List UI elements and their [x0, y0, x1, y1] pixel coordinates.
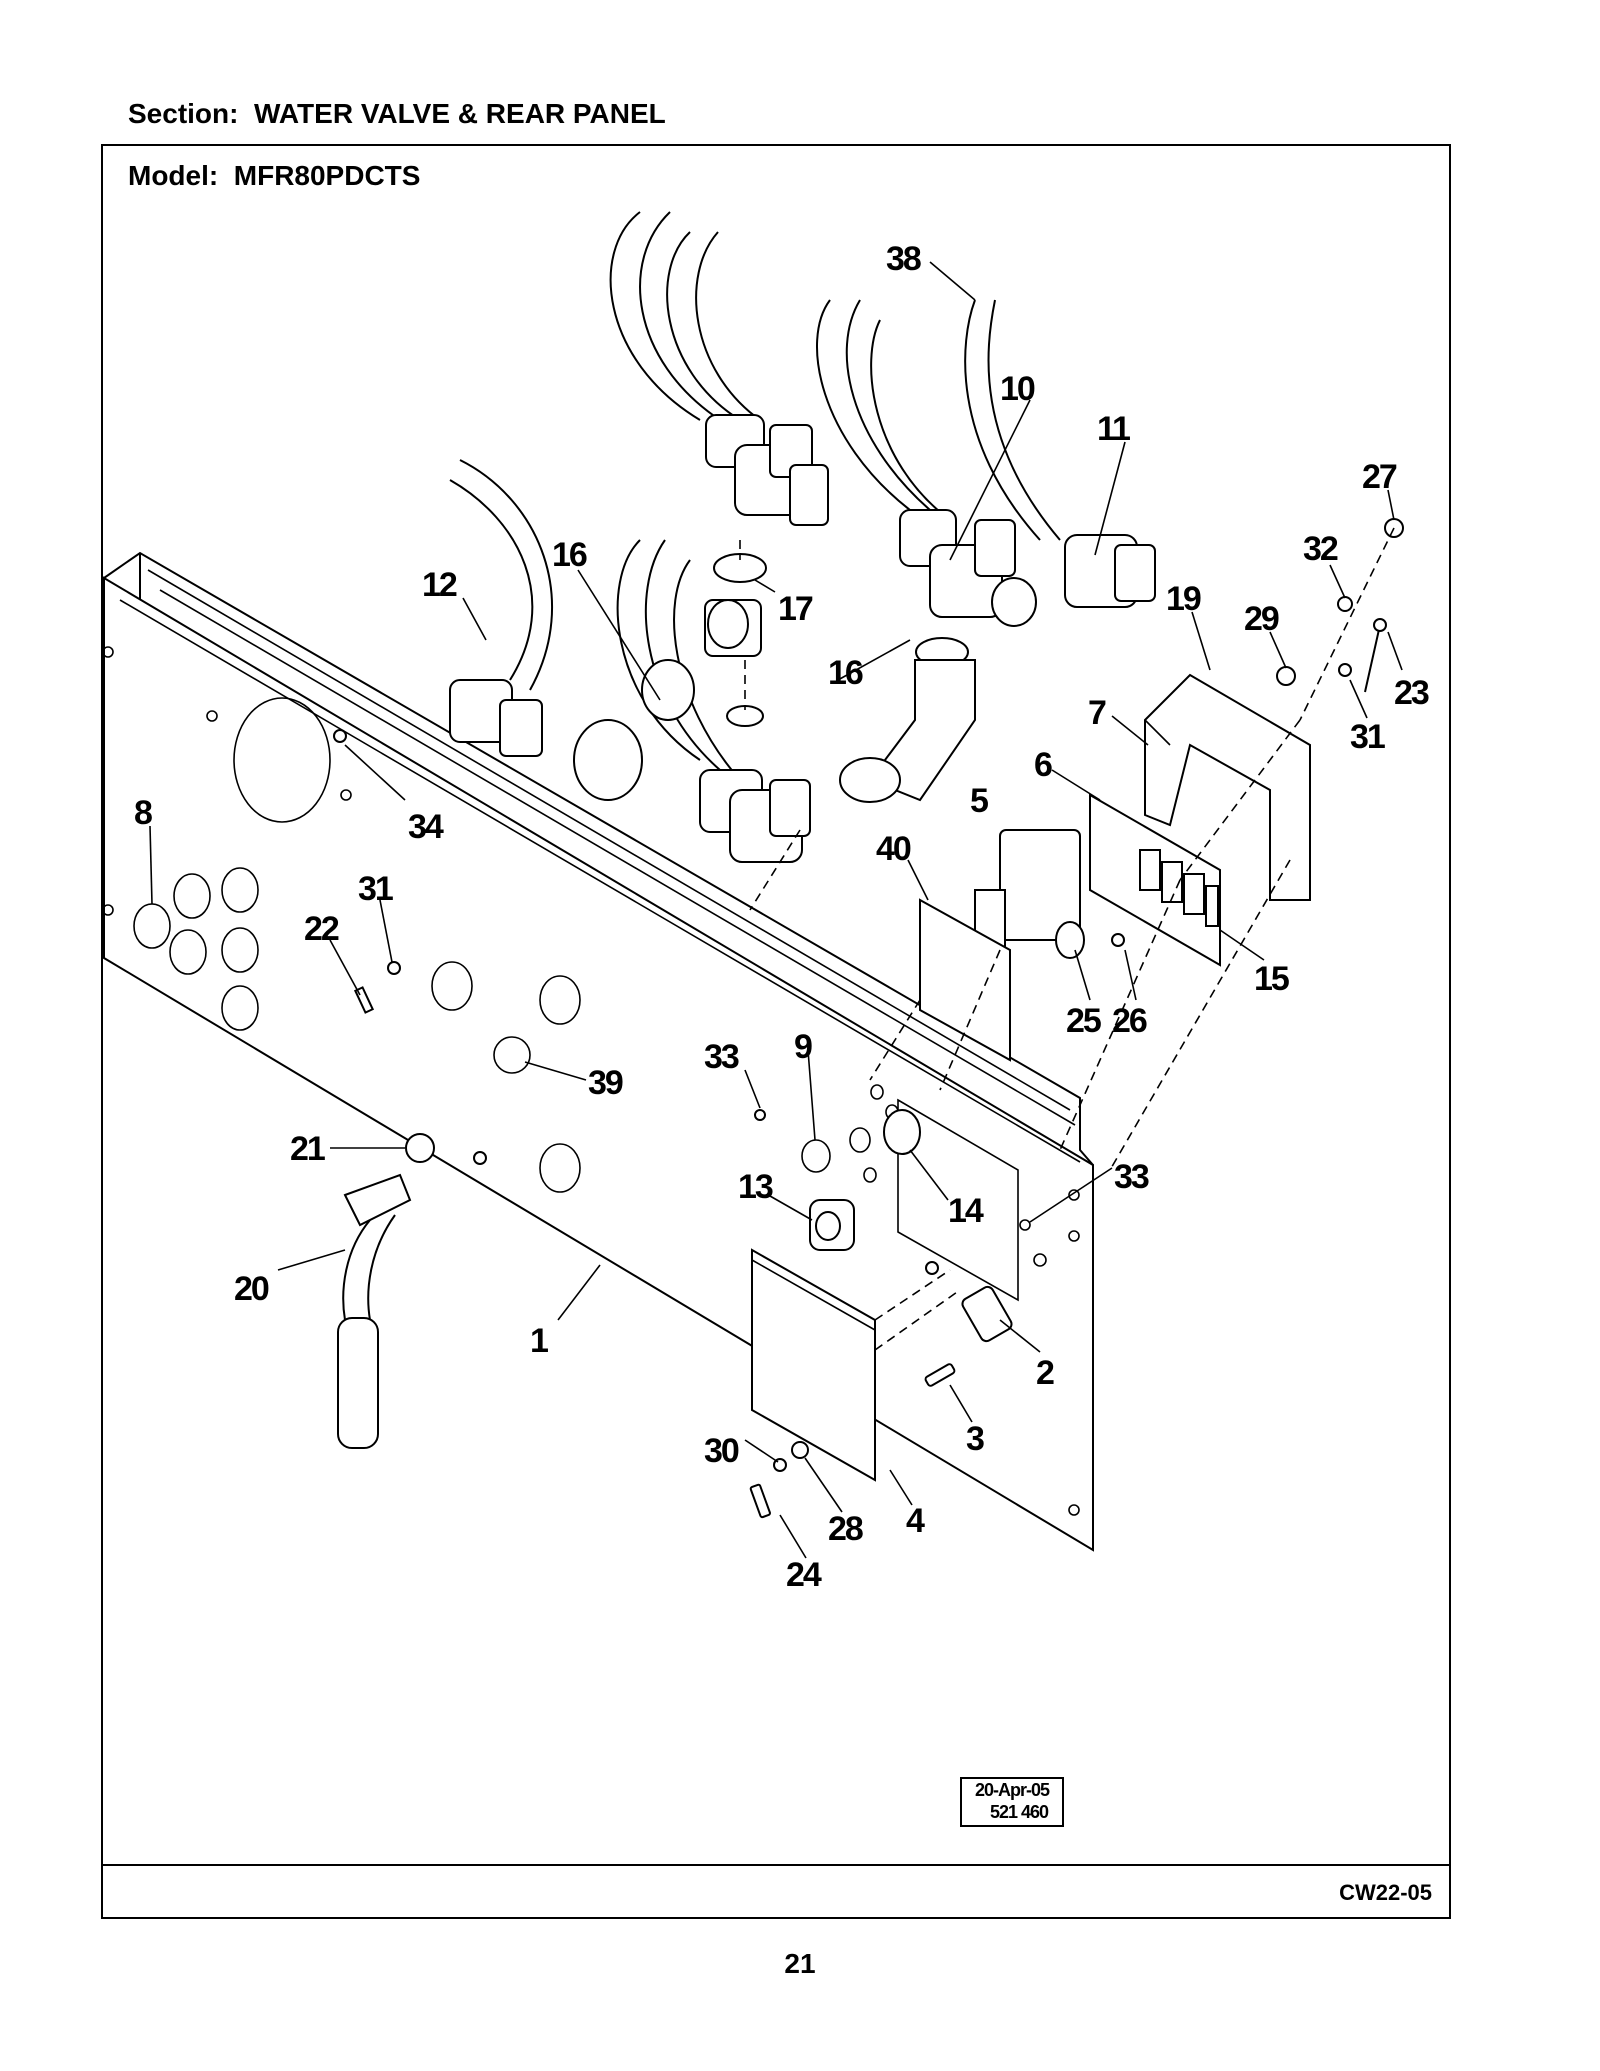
callout-32: 32: [1303, 530, 1338, 568]
callout-6: 6: [1034, 746, 1052, 784]
footer-code: CW22-05: [1339, 1880, 1432, 1905]
revision-stamp: 20-Apr-05 521 460: [960, 1777, 1064, 1827]
cover-plate-4: [751, 1248, 876, 1482]
mounting-bracket-7: [1144, 673, 1311, 901]
callout-31-right: 31: [1350, 718, 1385, 756]
callout-24: 24: [786, 1556, 822, 1594]
elbow-fitting-16: [839, 637, 976, 803]
callout-21: 21: [290, 1130, 325, 1168]
tee-fitting-17: [704, 553, 767, 727]
callout-3: 3: [966, 1420, 984, 1458]
callout-labels: 38 10 11 27 32 12 16 17 19 29 23 31 7 6 …: [134, 240, 1431, 1594]
callout-25: 25: [1066, 1002, 1101, 1040]
contactor-5: [974, 829, 1085, 959]
switch-2: [961, 1285, 1013, 1343]
callout-40: 40: [876, 830, 911, 868]
fuse-3: [924, 1363, 956, 1387]
callout-16-lower: 16: [828, 654, 863, 692]
callout-4: 4: [906, 1502, 925, 1540]
callout-14: 14: [948, 1192, 984, 1230]
bracket-40: [919, 898, 1011, 1062]
callout-30: 30: [704, 1432, 739, 1470]
callout-8: 8: [134, 794, 152, 832]
terminal-board: [1089, 793, 1221, 967]
callout-17: 17: [778, 590, 813, 628]
callout-28: 28: [828, 1510, 863, 1548]
inlet-hose-20: [337, 1133, 435, 1449]
explode-lines: [739, 527, 1395, 1351]
callout-38: 38: [886, 240, 921, 278]
callout-29: 29: [1244, 600, 1279, 638]
callout-16-upper: 16: [552, 536, 587, 574]
callout-34: 34: [408, 808, 444, 846]
callout-2: 2: [1036, 1354, 1054, 1392]
model-title: Model: MFR80PDCTS: [128, 160, 421, 191]
stamp-date: 20-Apr-05: [974, 1780, 1050, 1800]
callout-31-left: 31: [358, 870, 393, 908]
callout-26: 26: [1112, 1002, 1147, 1040]
stamp-number: 521 460: [989, 1802, 1049, 1822]
callout-10: 10: [1000, 370, 1035, 408]
water-valve-upper-right: [816, 299, 1156, 627]
callout-15: 15: [1254, 960, 1289, 998]
diagram-frame: [101, 144, 1451, 1919]
footer-divider: [101, 1864, 1451, 1866]
callout-23: 23: [1394, 674, 1429, 712]
callout-39: 39: [588, 1064, 623, 1102]
page-number: 21: [784, 1948, 816, 1979]
callout-19: 19: [1166, 580, 1201, 618]
callout-33-right: 33: [1114, 1158, 1149, 1196]
leader-lines: [149, 261, 1403, 1559]
callout-5: 5: [970, 782, 988, 820]
strain-relief-13: [809, 1199, 855, 1251]
callout-9: 9: [794, 1028, 812, 1066]
callout-12: 12: [422, 566, 457, 604]
grommet-14: [883, 1109, 921, 1155]
callout-11: 11: [1097, 410, 1130, 448]
callout-27: 27: [1362, 458, 1397, 496]
callout-22: 22: [304, 910, 339, 948]
callout-13: 13: [738, 1168, 773, 1206]
callout-7: 7: [1088, 694, 1106, 732]
water-valve-lower: [449, 459, 811, 863]
callout-33-left: 33: [704, 1038, 739, 1076]
water-valve-upper-left: [609, 211, 829, 526]
callout-20: 20: [234, 1270, 269, 1308]
section-title: Section: WATER VALVE & REAR PANEL: [128, 98, 666, 129]
callout-1: 1: [530, 1322, 548, 1360]
